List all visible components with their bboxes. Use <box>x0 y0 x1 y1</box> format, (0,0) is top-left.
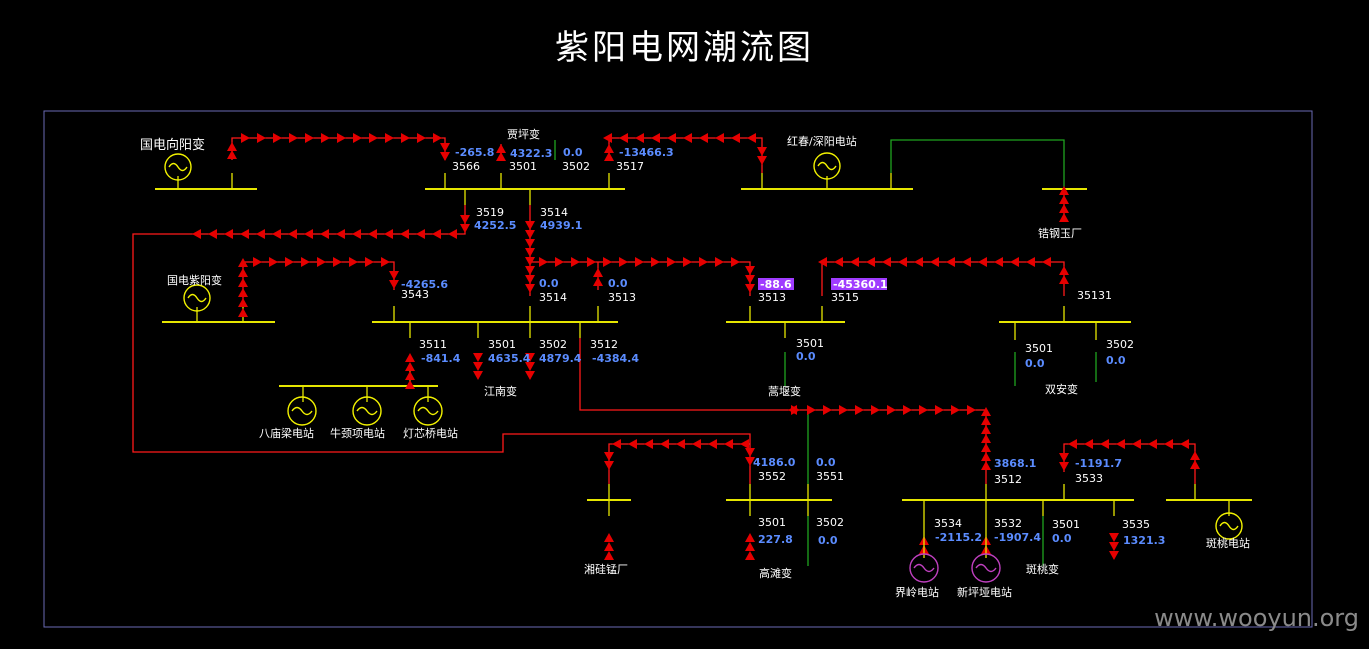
flow-value: 4322.3 <box>510 147 552 160</box>
breaker-label: 3501 <box>1025 342 1053 355</box>
breaker-label: 3551 <box>816 470 844 483</box>
generator-icon <box>1215 512 1243 540</box>
highlight-88-6 <box>758 278 794 290</box>
station-jiaping: 贾坪变 <box>507 127 540 141</box>
station-zhuogang-yuchang: 锆钢玉厂 <box>1038 227 1082 240</box>
breaker-label: 3534 <box>934 517 962 530</box>
breaker-label: 3543 <box>401 288 429 301</box>
station-bantao-sub: 斑桃变 <box>1026 562 1059 576</box>
flow-value: 0.0 <box>1025 357 1045 370</box>
station-dengxinqiao: 灯芯桥电站 <box>403 426 458 440</box>
station-jiangnan: 江南变 <box>484 384 517 398</box>
generator-icon <box>183 284 211 312</box>
breaker-label: 3512 <box>994 473 1022 486</box>
flow-value: 0.0 <box>1052 532 1072 545</box>
highlight-45360-1 <box>831 278 887 290</box>
breaker-label: 3552 <box>758 470 786 483</box>
generator-icon <box>287 396 317 426</box>
flow-value: 0.0 <box>608 277 628 290</box>
flow-value: 0.0 <box>563 146 583 159</box>
watermark: www.wooyun.org <box>1154 604 1359 632</box>
breaker-label: 3535 <box>1122 518 1150 531</box>
generator-icon <box>971 553 1001 583</box>
generator-icon <box>413 396 443 426</box>
station-xinpingya: 新坪垭电站 <box>957 585 1012 599</box>
breaker-label: 35131 <box>1077 289 1112 302</box>
generator-icon <box>352 396 382 426</box>
flow-value: -2115.2 <box>935 531 982 544</box>
generator-icon <box>909 553 939 583</box>
generator-icon <box>813 152 841 180</box>
station-shuangan: 双安变 <box>1045 382 1078 396</box>
diagram-frame <box>43 110 1313 628</box>
flow-value: -265.8 <box>455 146 494 159</box>
flow-value: 0.0 <box>796 350 816 363</box>
breaker-label: 3512 <box>590 338 618 351</box>
breaker-label: 3502 <box>816 516 844 529</box>
station-niujingxiang: 牛颈项电站 <box>330 426 385 440</box>
breaker-label: 3501 <box>509 160 537 173</box>
breaker-label: 3515 <box>831 291 859 304</box>
breaker-label: 3513 <box>758 291 786 304</box>
flow-value: 0.0 <box>539 277 559 290</box>
station-hongchun-shenyang: 红春/深阳电站 <box>787 134 857 148</box>
station-batangliang: 八庙梁电站 <box>259 426 314 440</box>
breaker-label: 3514 <box>540 206 568 219</box>
flow-value: 0.0 <box>816 456 836 469</box>
breaker-label: 3533 <box>1075 472 1103 485</box>
station-gaoyan: 蒿堰变 <box>768 384 801 398</box>
breaker-label: 3501 <box>1052 518 1080 531</box>
breaker-label: 3502 <box>562 160 590 173</box>
breaker-label: 3501 <box>758 516 786 529</box>
breaker-label: 3502 <box>1106 338 1134 351</box>
flow-value: -4265.6 <box>401 278 448 291</box>
station-jieling: 界岭电站 <box>895 585 939 599</box>
flow-value: -841.4 <box>421 352 461 365</box>
flow-value: 1321.3 <box>1123 534 1165 547</box>
flow-value: -13466.3 <box>619 146 674 159</box>
flow-value: -1191.7 <box>1075 457 1122 470</box>
flow-value: -4384.4 <box>592 352 639 365</box>
flow-value: 0.0 <box>1106 354 1126 367</box>
breaker-label: 3517 <box>616 160 644 173</box>
breaker-label: 3501 <box>796 337 824 350</box>
station-gaotan: 高滩变 <box>759 566 792 580</box>
flow-value: 4252.5 <box>474 219 516 232</box>
station-bantao-station: 斑桃电站 <box>1206 536 1250 550</box>
page-title: 紫阳电网潮流图 <box>555 28 814 68</box>
flow-value-highlighted: -88.6 <box>760 278 792 291</box>
flow-value: -1907.4 <box>994 531 1041 544</box>
flow-value-highlighted: -45360.1 <box>833 278 888 291</box>
breaker-label: 3532 <box>994 517 1022 530</box>
flow-value: 4939.1 <box>540 219 582 232</box>
station-guodian-ziyang: 国电紫阳变 <box>167 273 222 287</box>
generator-icon <box>164 153 192 181</box>
station-xianggui: 湘硅锰厂 <box>584 562 628 576</box>
flow-value: 4186.0 <box>753 456 796 469</box>
station-guodian-xiangyang: 国电向阳变 <box>140 137 205 153</box>
breaker-label: 3511 <box>419 338 447 351</box>
flow-value: 4879.4 <box>539 352 582 365</box>
flow-value: 4635.4 <box>488 352 531 365</box>
breaker-label: 3502 <box>539 338 567 351</box>
breaker-label: 3513 <box>608 291 636 304</box>
breaker-label: 3514 <box>539 291 567 304</box>
flow-value: 227.8 <box>758 533 793 546</box>
breaker-label: 3501 <box>488 338 516 351</box>
buses <box>155 188 1252 501</box>
flow-value: 0.0 <box>818 534 838 547</box>
breaker-label: 3519 <box>476 206 504 219</box>
breaker-label: 3566 <box>452 160 480 173</box>
flow-value: 3868.1 <box>994 457 1036 470</box>
